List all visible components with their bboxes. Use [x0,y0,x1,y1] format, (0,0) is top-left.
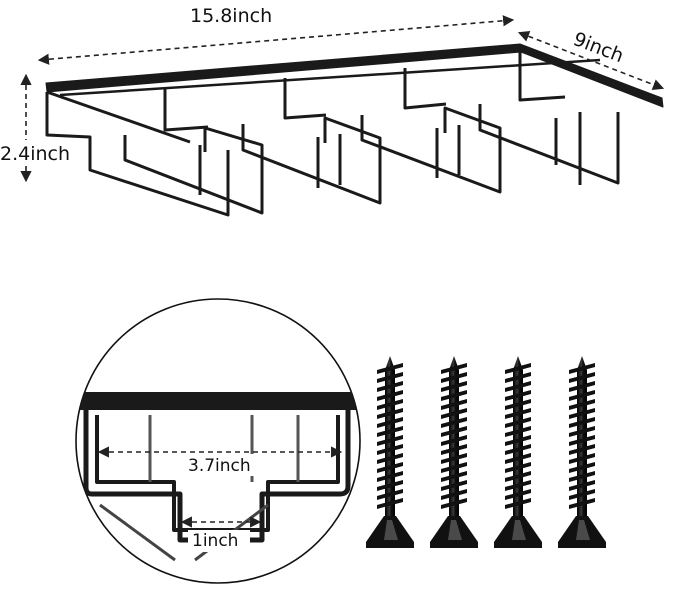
slot-gap-dimension: 1inch [180,516,262,552]
screw [366,356,414,548]
detail-zoom-circle: 3.7inch 1inch [75,298,361,584]
slot-width-dimension: 3.7inch [97,446,343,476]
length-dimension: 15.8inch [37,5,515,65]
screw [430,356,478,548]
screw-set [366,356,606,548]
length-label: 15.8inch [190,5,272,27]
screw [558,356,606,548]
height-dimension: 2.4inch [0,73,86,183]
slot-gap-label: 1inch [192,531,238,551]
height-label: 2.4inch [0,143,70,165]
screw [494,356,542,548]
slot-width-label: 3.7inch [188,456,251,476]
rack-rods [45,58,620,217]
wine-glass-rack [45,43,664,217]
